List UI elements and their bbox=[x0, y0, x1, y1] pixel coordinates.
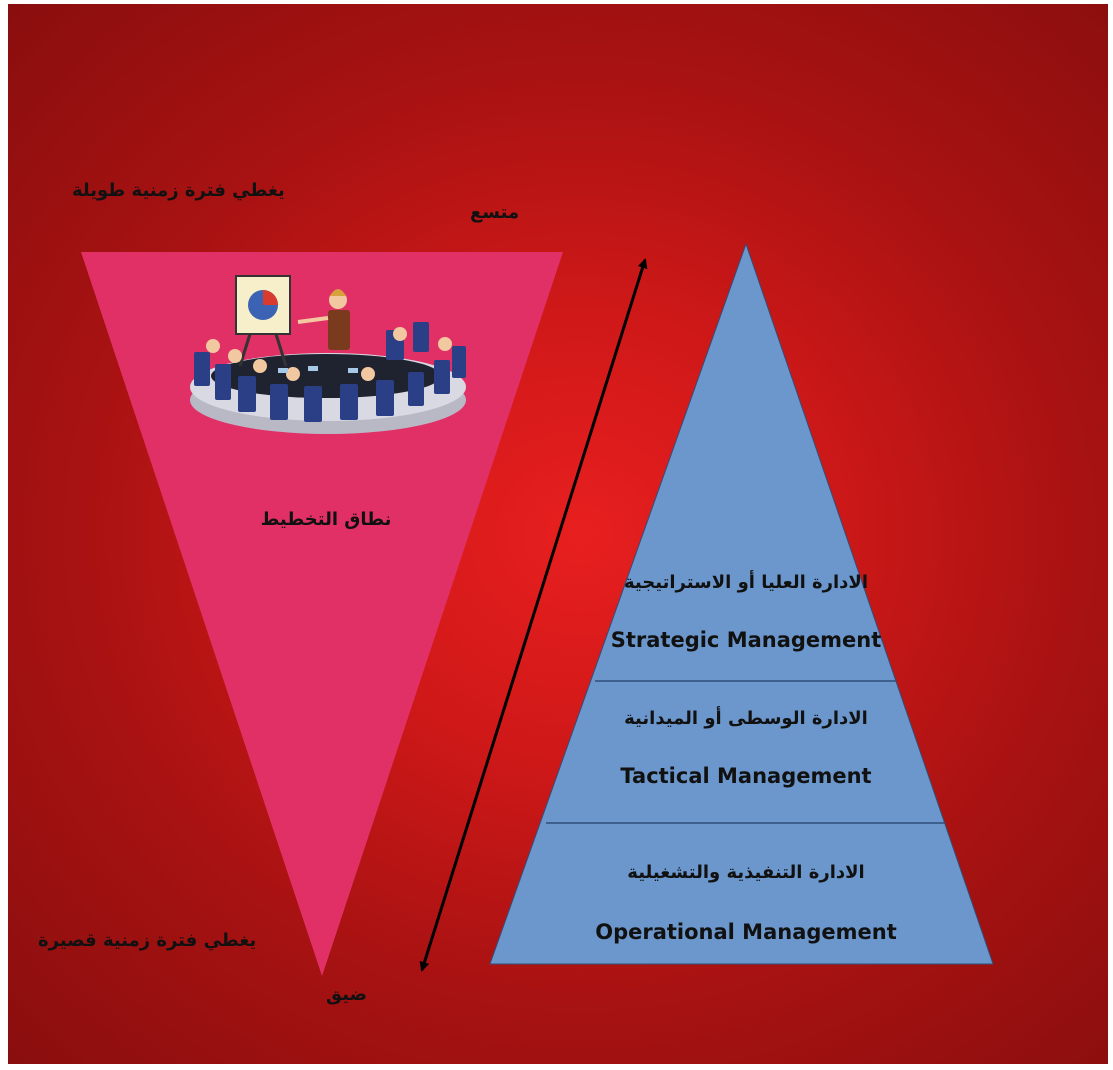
management-pyramid bbox=[489, 242, 994, 965]
tactical-level-english: Tactical Management bbox=[620, 764, 872, 788]
wide-scope-label: متسع bbox=[470, 202, 520, 223]
operational-level-english: Operational Management bbox=[595, 920, 897, 944]
tactical-level-arabic: الادارة الوسطى أو الميدانية bbox=[624, 708, 868, 729]
double-arrow-icon bbox=[419, 258, 648, 972]
short-timeframe-caption: يغطي فترة زمنية قصيرة bbox=[38, 930, 257, 951]
slide-background: يغطي فترة زمنية طويلة متسع نطاق التخطيط … bbox=[8, 4, 1108, 1064]
diagram-canvas bbox=[81, 242, 994, 976]
long-timeframe-caption: يغطي فترة زمنية طويلة bbox=[72, 180, 285, 201]
narrow-scope-label: ضيق bbox=[326, 984, 367, 1005]
meeting-clipart-icon bbox=[190, 275, 466, 434]
planning-scope-label: نطاق التخطيط bbox=[260, 509, 392, 530]
strategic-level-english: Strategic Management bbox=[610, 628, 882, 652]
strategic-level-arabic: الادارة العليا أو الاستراتيجية bbox=[623, 572, 869, 593]
operational-level-arabic: الادارة التنفيذية والتشغيلية bbox=[627, 862, 865, 883]
